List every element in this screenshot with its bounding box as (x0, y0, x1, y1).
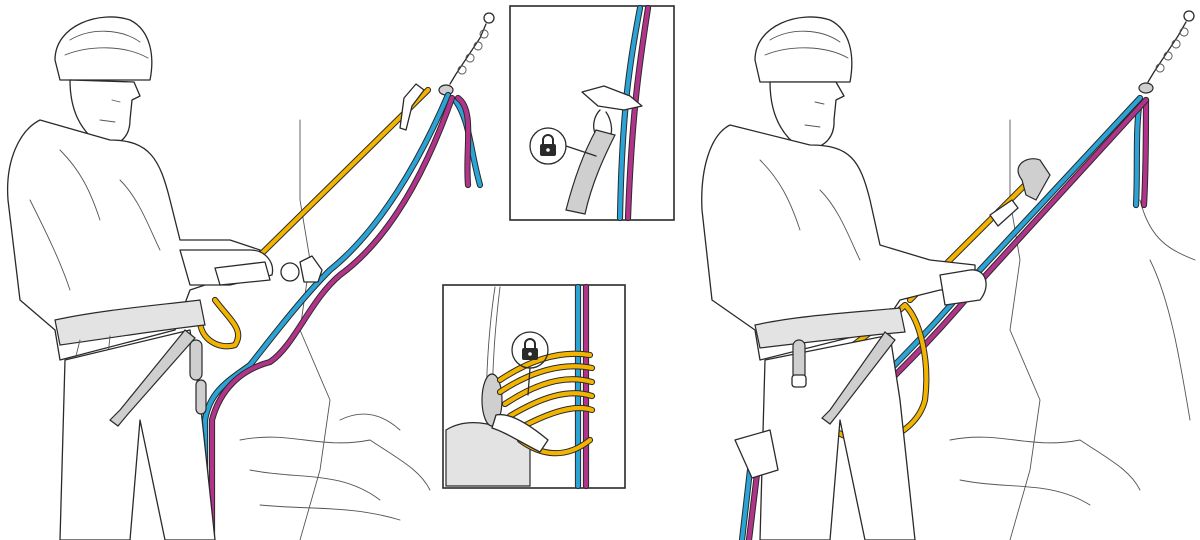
rope-tails-left (451, 94, 484, 189)
lanyard-right (821, 331, 896, 425)
anchor-device-right (1017, 158, 1051, 201)
anchor-chain-left (438, 12, 495, 96)
ropes-main-left (201, 91, 456, 540)
legs-right (759, 334, 916, 540)
rope-purple-tail (455, 95, 471, 188)
hand-right (939, 269, 987, 306)
lanyard-left (109, 329, 196, 427)
right-scene (701, 10, 1196, 540)
inset-bottom-carabiner (491, 413, 549, 453)
inset-bottom-coil (496, 350, 596, 457)
climber-right (701, 16, 987, 540)
inset-bottom (442, 283, 626, 490)
helmet-left (54, 16, 153, 81)
left-scene (6, 12, 495, 540)
rope-yellow-left (196, 83, 432, 350)
harness-left (54, 299, 206, 346)
rope-purple-tail-right (1141, 97, 1149, 208)
device-top-left (399, 83, 425, 131)
inset-top-rope-purple (625, 5, 651, 221)
carabiner-left-1 (189, 339, 203, 381)
carabiner-left-2 (195, 379, 207, 415)
anchor-chain-right (1138, 10, 1195, 94)
lock-icon (540, 134, 556, 156)
hand-lower-right (734, 429, 779, 479)
inset-top-device (581, 85, 643, 111)
carabiner-right-1 (792, 339, 806, 381)
climber-left (6, 16, 274, 540)
rope-blue-main (202, 92, 451, 540)
rope-yellow-loop (197, 297, 241, 349)
device-knot-left (299, 255, 323, 283)
device-hand-left (214, 261, 271, 286)
carabiner-right-2 (791, 374, 807, 388)
inset-top (509, 4, 675, 222)
rope-purple-main (209, 95, 455, 540)
belay-device-left (214, 255, 323, 286)
rope-yellow-upper (247, 87, 431, 268)
hoodie-right (701, 124, 976, 361)
lock-icon (522, 338, 538, 360)
inset-top-rope-blue (617, 5, 643, 221)
helmet-right (754, 16, 853, 83)
rope-tails-right (1132, 96, 1150, 209)
device-top-right (989, 199, 1019, 227)
rope-loop-knot-left (280, 262, 300, 282)
